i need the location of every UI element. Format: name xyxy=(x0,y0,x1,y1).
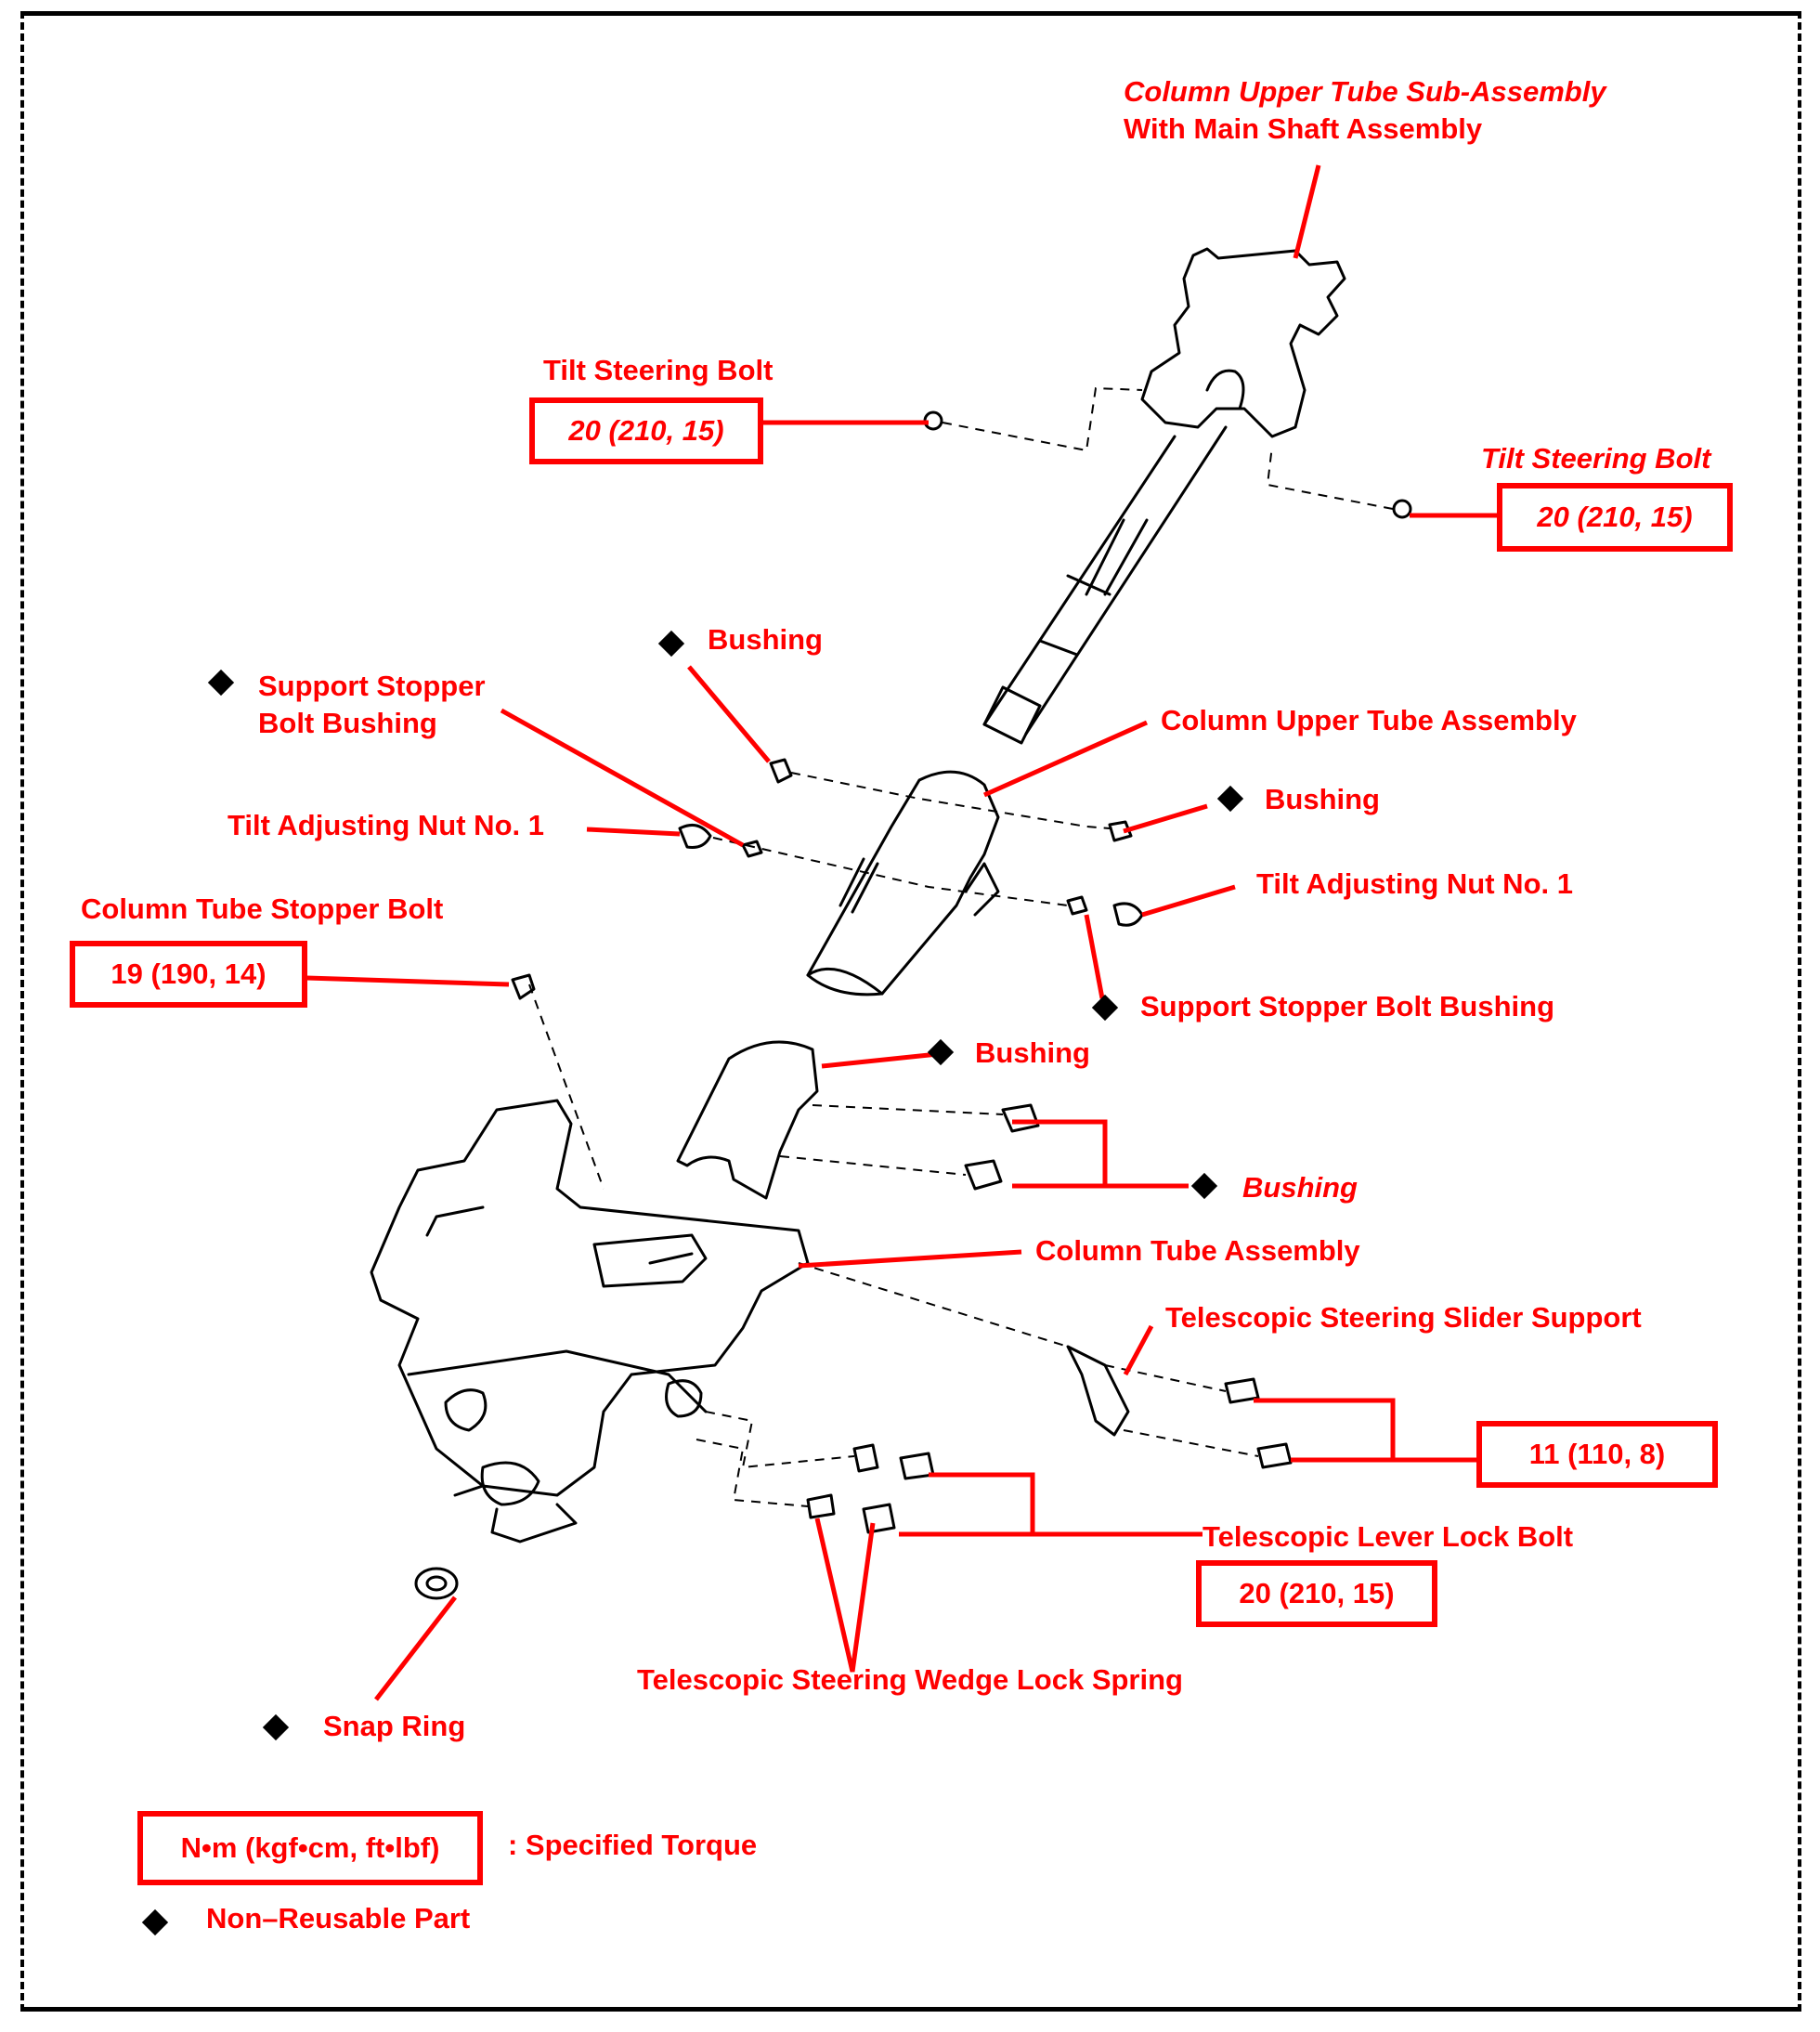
label-bushing-lower: Bushing xyxy=(1242,1171,1358,1204)
legend-torque-unit-box: N•m (kgf•cm, ft•lbf) xyxy=(137,1811,483,1885)
label-tilt-adjusting-nut-right: Tilt Adjusting Nut No. 1 xyxy=(1256,867,1573,900)
label-snap-ring: Snap Ring xyxy=(323,1710,466,1742)
leader-lines xyxy=(306,164,1497,1701)
torque-box-tilt-steering-bolt-right: 20 (210, 15) xyxy=(1497,483,1733,552)
torque-box-tilt-steering-bolt-left: 20 (210, 15) xyxy=(529,397,763,464)
torque-box-column-tube-stopper-bolt: 19 (190, 14) xyxy=(70,941,307,1008)
legend-non-reusable-desc: Non–Reusable Part xyxy=(206,1902,471,1934)
label-support-stopper-bolt-bushing-left-line1: Support Stopper xyxy=(258,670,486,702)
hardware-drawing xyxy=(414,410,1412,1600)
assembly-guide-lines xyxy=(528,386,1394,1507)
label-upper-tube-sub-assembly-line2: With Main Shaft Assembly xyxy=(1124,112,1483,145)
label-column-tube-stopper-bolt: Column Tube Stopper Bolt xyxy=(81,892,444,925)
label-telescopic-lever-lock-bolt: Telescopic Lever Lock Bolt xyxy=(1202,1520,1574,1553)
label-tilt-adjusting-nut-left: Tilt Adjusting Nut No. 1 xyxy=(228,809,544,841)
label-upper-tube-sub-assembly-line1: Column Upper Tube Sub-Assembly xyxy=(1124,75,1606,108)
diagram-frame xyxy=(20,11,1801,2012)
label-column-tube-assembly: Column Tube Assembly xyxy=(1035,1234,1360,1267)
bushing-shell-drawing xyxy=(676,1040,819,1200)
column-upper-tube-drawing xyxy=(806,770,1000,996)
label-telescopic-steering-wedge-lock-spring: Telescopic Steering Wedge Lock Spring xyxy=(637,1663,1183,1696)
upper-tube-sub-assembly-drawing xyxy=(982,247,1346,745)
column-tube-assembly-drawing xyxy=(370,1099,810,1544)
legend-torque-desc: : Specified Torque xyxy=(508,1829,758,1861)
label-tilt-steering-bolt-left: Tilt Steering Bolt xyxy=(543,354,774,386)
torque-box-telescopic-steering-slider-support: 11 (110, 8) xyxy=(1476,1421,1718,1488)
label-bushing-upper-left: Bushing xyxy=(708,623,823,656)
label-bushing-middle: Bushing xyxy=(975,1036,1090,1069)
label-support-stopper-bolt-bushing-right: Support Stopper Bolt Bushing xyxy=(1140,990,1555,1023)
label-support-stopper-bolt-bushing-left-line2: Bolt Bushing xyxy=(258,707,437,739)
label-bushing-upper-right: Bushing xyxy=(1265,783,1380,815)
label-tilt-steering-bolt-right: Tilt Steering Bolt xyxy=(1481,442,1711,475)
torque-box-telescopic-lever-lock-bolt: 20 (210, 15) xyxy=(1196,1560,1437,1627)
label-column-upper-tube-assembly: Column Upper Tube Assembly xyxy=(1161,704,1577,736)
label-telescopic-steering-slider-support: Telescopic Steering Slider Support xyxy=(1165,1301,1642,1334)
